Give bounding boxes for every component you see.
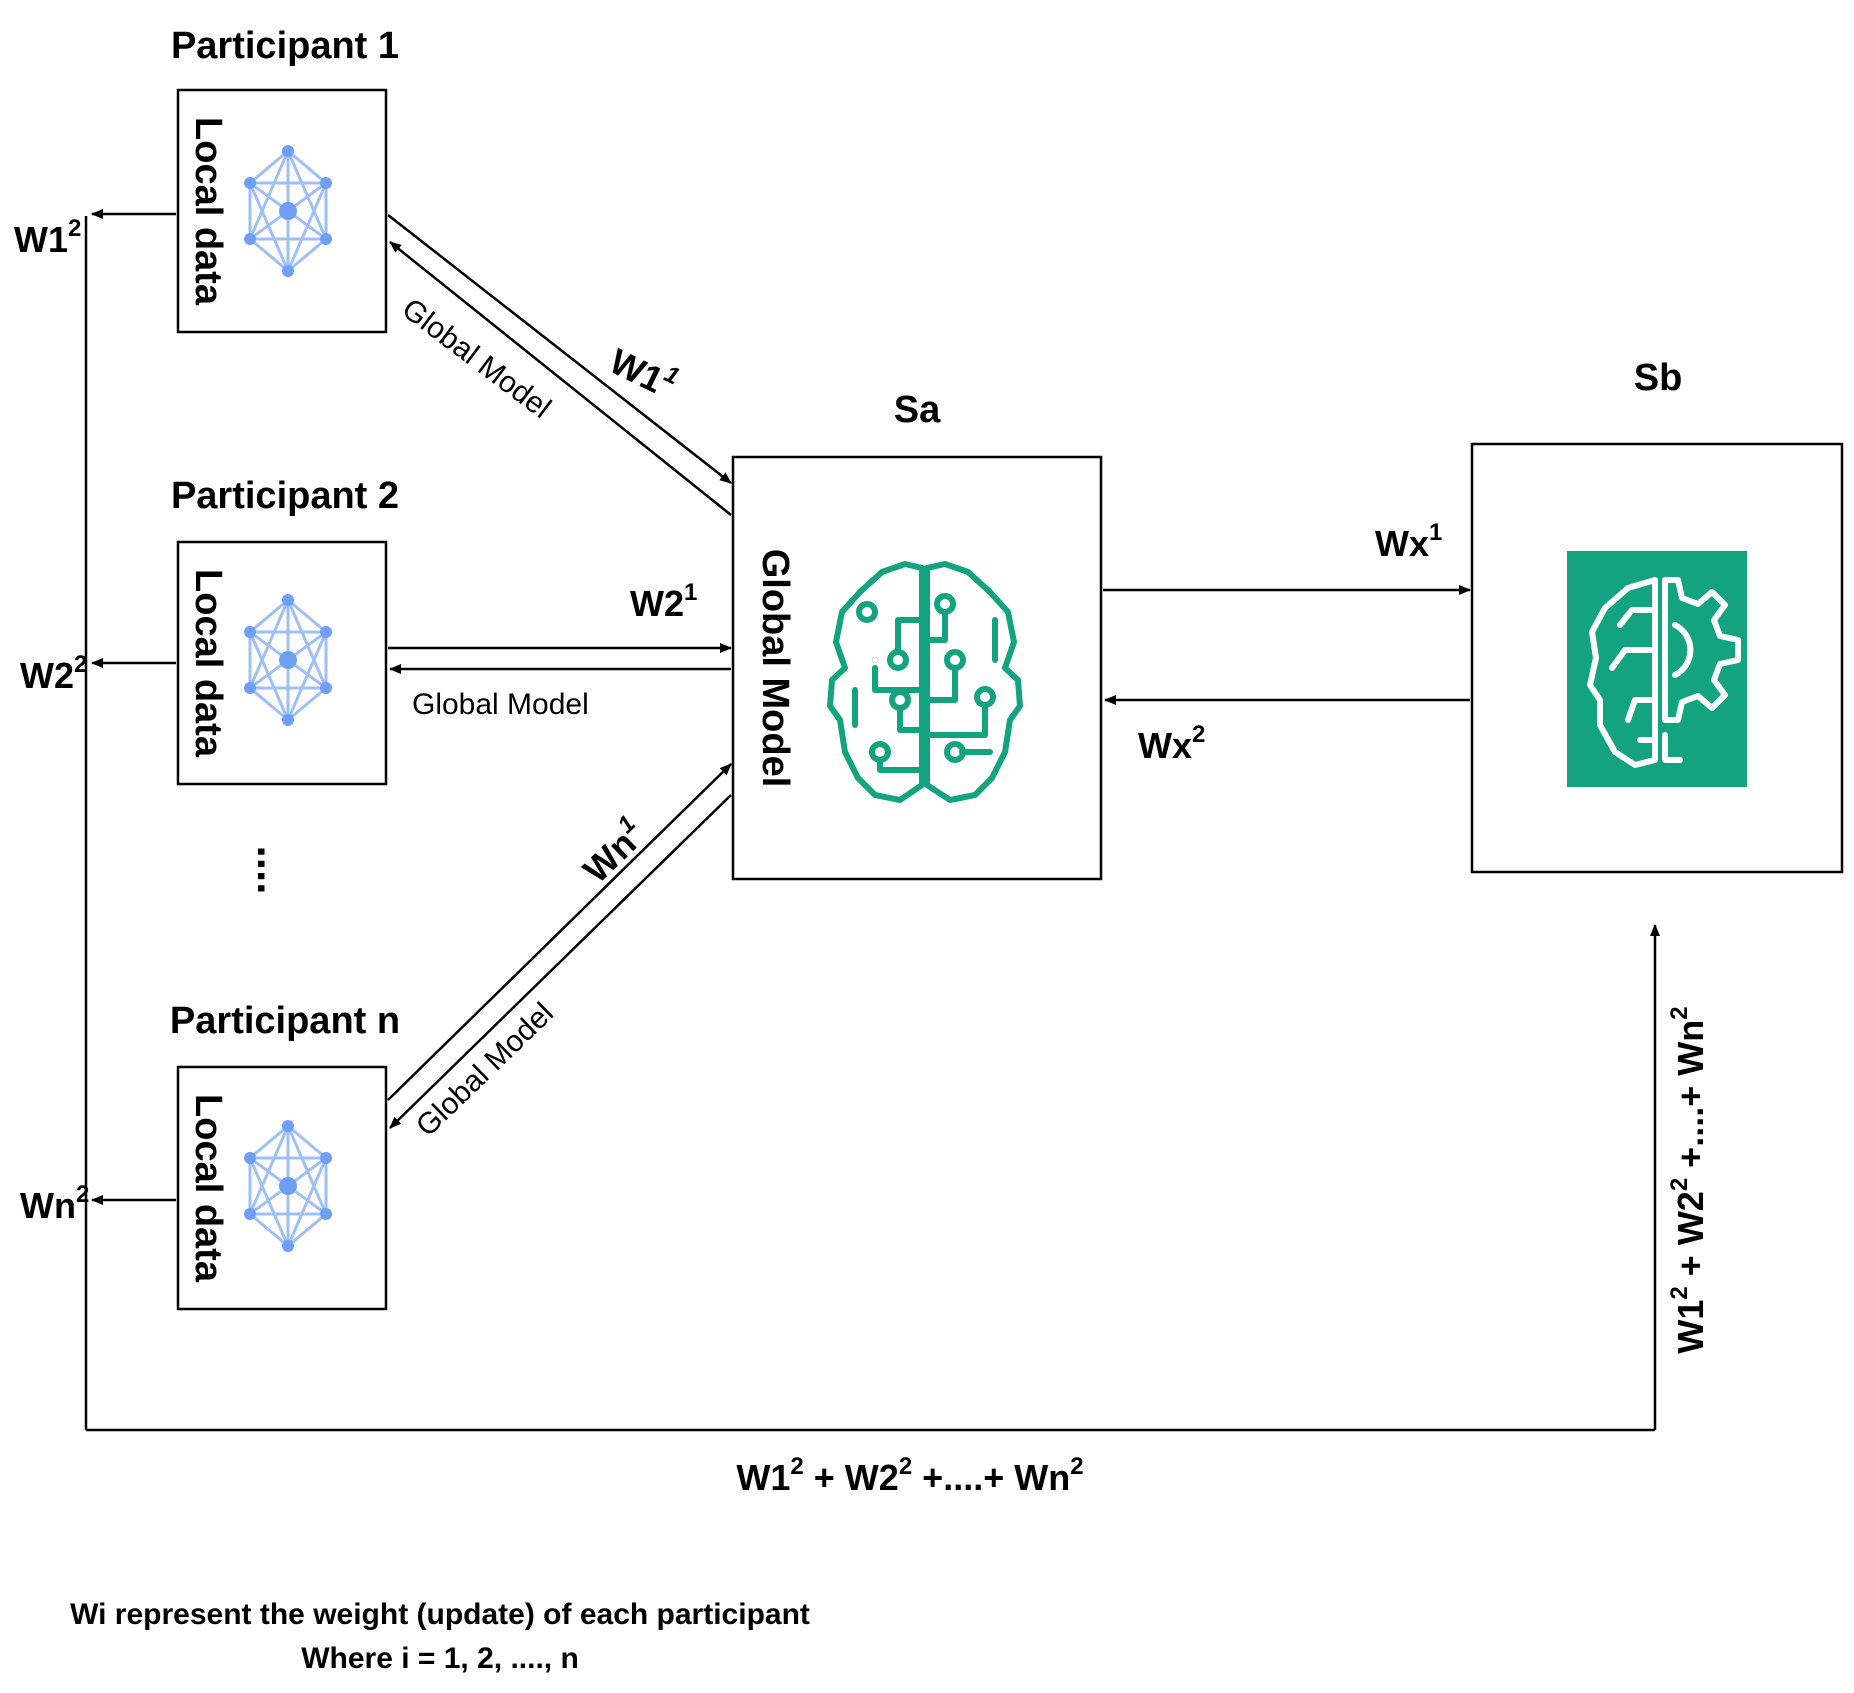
participant-n-local-data-label: Local data <box>187 1094 229 1283</box>
w2-out-label: W22 <box>20 651 87 696</box>
wx1-label: Wx1 <box>1375 519 1442 564</box>
w1-send-label: W11 <box>603 337 683 407</box>
sa-global-model-label: Global Model <box>754 549 796 788</box>
brain-circuit-icon <box>827 561 1023 803</box>
wn-send-label: Wn1 <box>572 810 653 891</box>
brain-gear-icon <box>1567 551 1747 787</box>
participant-1-local-data-label: Local data <box>187 117 229 306</box>
wx2-label: Wx2 <box>1138 721 1205 766</box>
participants-ellipsis: .... <box>248 846 297 895</box>
sa-box <box>731 455 1103 881</box>
arrow-global-model-to-pn <box>389 794 732 1129</box>
arrow-global-model-to-p1 <box>389 241 732 516</box>
sb-title: Sb <box>1634 357 1683 399</box>
footnote-line-1: Wi represent the weight (update) of each… <box>70 1598 810 1631</box>
participant-n-title: Participant n <box>170 1000 400 1042</box>
p2-global-model-label: Global Model <box>412 688 589 721</box>
w1-out-label: W12 <box>14 215 81 260</box>
participant-1-title: Participant 1 <box>171 25 399 67</box>
footnote-line-2: Where i = 1, 2, ...., n <box>301 1642 579 1675</box>
sum-label-horizontal: W12 + W22 +....+ Wn2 <box>736 1453 1083 1498</box>
participant-2-local-data-label: Local data <box>187 569 229 758</box>
participant-2-title: Participant 2 <box>171 475 399 517</box>
w2-send-label: W21 <box>630 579 697 624</box>
sa-title: Sa <box>894 389 941 431</box>
arrow-wn-to-sa <box>387 763 732 1101</box>
wn-out-label: Wn2 <box>20 1181 89 1226</box>
sum-label-vertical: W12 + W22 +....+ Wn2 <box>1666 1006 1711 1353</box>
arrow-w1-to-sa <box>387 214 732 484</box>
pn-global-model-label: Global Model <box>410 997 560 1144</box>
